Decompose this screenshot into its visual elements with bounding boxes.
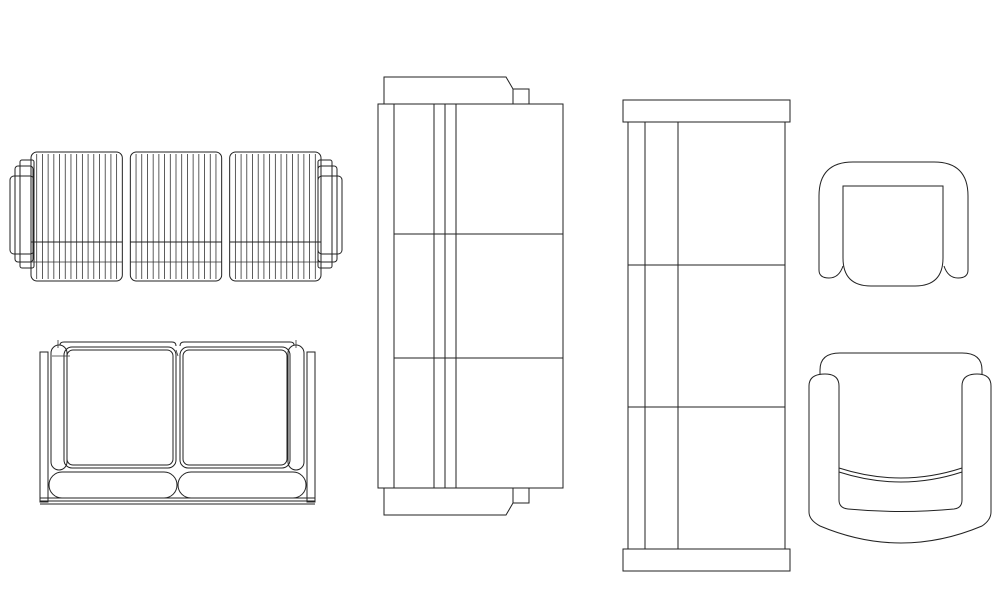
bottom-arm xyxy=(383,488,530,516)
tufted-cushion-2 xyxy=(129,151,223,282)
sofa-3-seat-tufted xyxy=(9,151,343,282)
armchair-round xyxy=(808,352,992,544)
sofa-3-seat-side xyxy=(377,76,564,516)
chair-shell xyxy=(808,373,992,544)
front-bolster-right xyxy=(177,471,307,499)
tufted-seat-cushions xyxy=(30,151,322,282)
front-bolster-left xyxy=(48,471,178,499)
left-arm xyxy=(9,159,35,269)
left-arm-pad xyxy=(50,344,68,471)
bottom-arm xyxy=(622,548,791,572)
seat-cushion-right xyxy=(179,346,291,469)
left-frame-bar xyxy=(39,351,49,503)
sofa-3-seat-plain xyxy=(622,99,791,572)
seat-front-edge xyxy=(838,467,963,479)
top-arm xyxy=(383,76,530,104)
chair-back xyxy=(819,352,983,374)
chair-back-and-arms xyxy=(818,161,969,279)
sofa-body xyxy=(627,121,786,550)
tufted-cushion-1 xyxy=(30,151,123,282)
top-arm xyxy=(622,99,791,123)
right-frame-bar xyxy=(306,351,316,503)
seat-cushion-left xyxy=(63,346,177,469)
loveseat-2-seat xyxy=(39,340,316,505)
seat-cushion xyxy=(842,185,944,287)
right-arm xyxy=(317,159,343,269)
sofa-body xyxy=(377,103,564,489)
tufted-cushion-3 xyxy=(229,151,322,282)
armchair-square xyxy=(818,161,969,287)
